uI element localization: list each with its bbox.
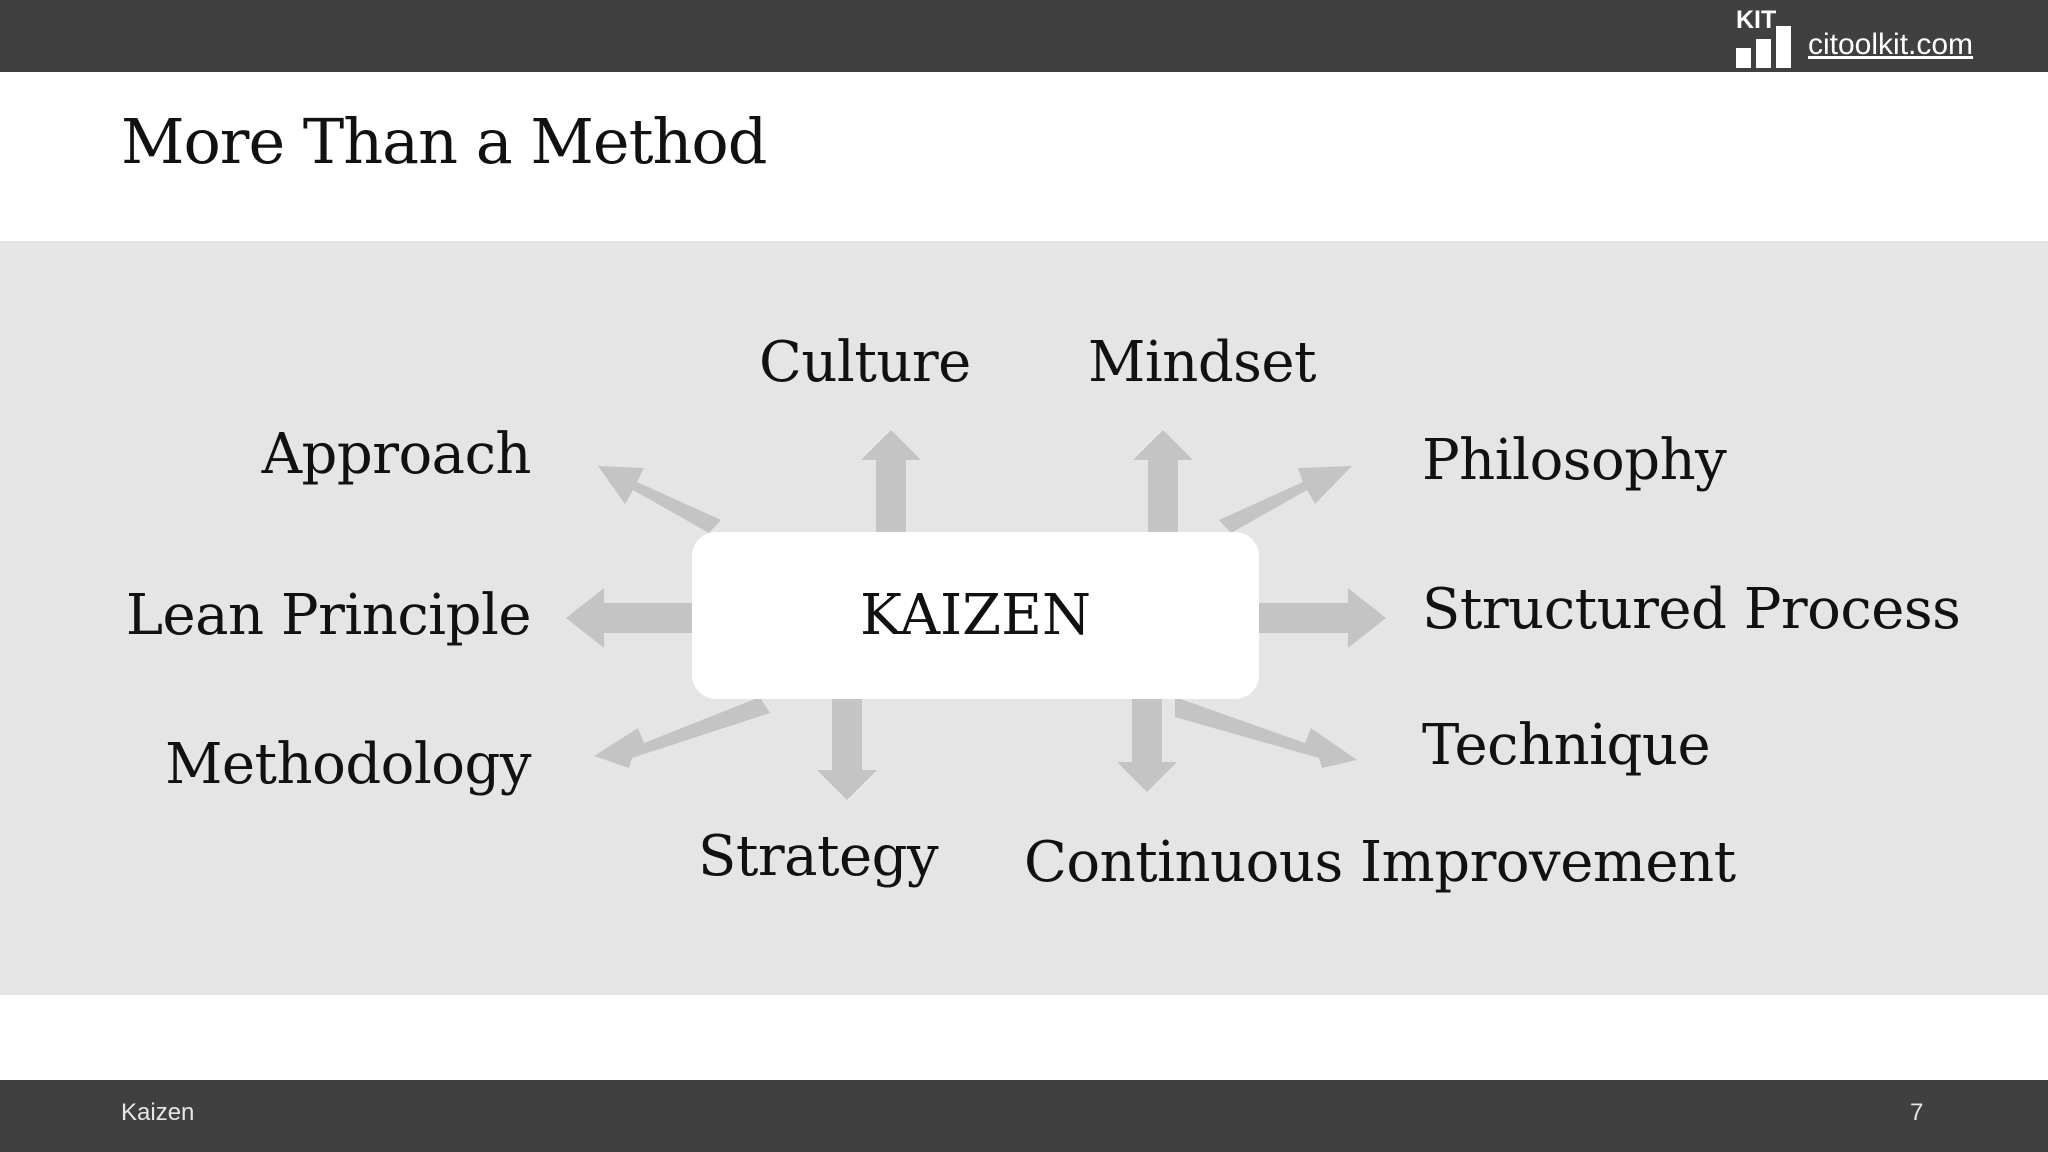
top-bar: KIT citoolkit.com (0, 0, 2048, 72)
term-culture: Culture (759, 330, 971, 395)
term-mindset: Mindset (1088, 330, 1317, 395)
arrow-culture (861, 430, 921, 532)
arrow-technique (1175, 697, 1357, 768)
term-technique: Technique (1422, 713, 1711, 778)
site-link[interactable]: citoolkit.com (1808, 28, 1974, 61)
arrow-philosophy (1219, 466, 1352, 533)
term-approach: Approach (261, 422, 532, 487)
footer-label: Kaizen (121, 1099, 195, 1126)
page-title: More Than a Method (121, 105, 767, 178)
logo-text: KIT (1736, 6, 1776, 34)
arrow-methodology (594, 697, 770, 768)
bottom-bar (0, 1080, 2048, 1152)
arrow-strategy (817, 699, 877, 800)
term-methodology: Methodology (165, 732, 531, 797)
arrow-lean-principle (566, 588, 692, 648)
page-number: 7 (1910, 1099, 1924, 1126)
term-strategy: Strategy (698, 824, 939, 889)
term-lean-principle: Lean Principle (125, 583, 532, 648)
term-continuous-improvement: Continuous Improvement (1024, 830, 1736, 895)
arrow-approach (598, 466, 721, 533)
center-label: KAIZEN (860, 583, 1091, 648)
arrow-mindset (1133, 430, 1193, 532)
term-structured-process: Structured Process (1422, 577, 1961, 642)
arrow-continuous-improvement (1117, 699, 1177, 792)
bar-chart-logo-icon: KIT (1736, 6, 1791, 68)
arrow-structured-process (1259, 588, 1386, 648)
term-philosophy: Philosophy (1422, 428, 1727, 493)
kaizen-center-box: KAIZEN (692, 532, 1259, 699)
